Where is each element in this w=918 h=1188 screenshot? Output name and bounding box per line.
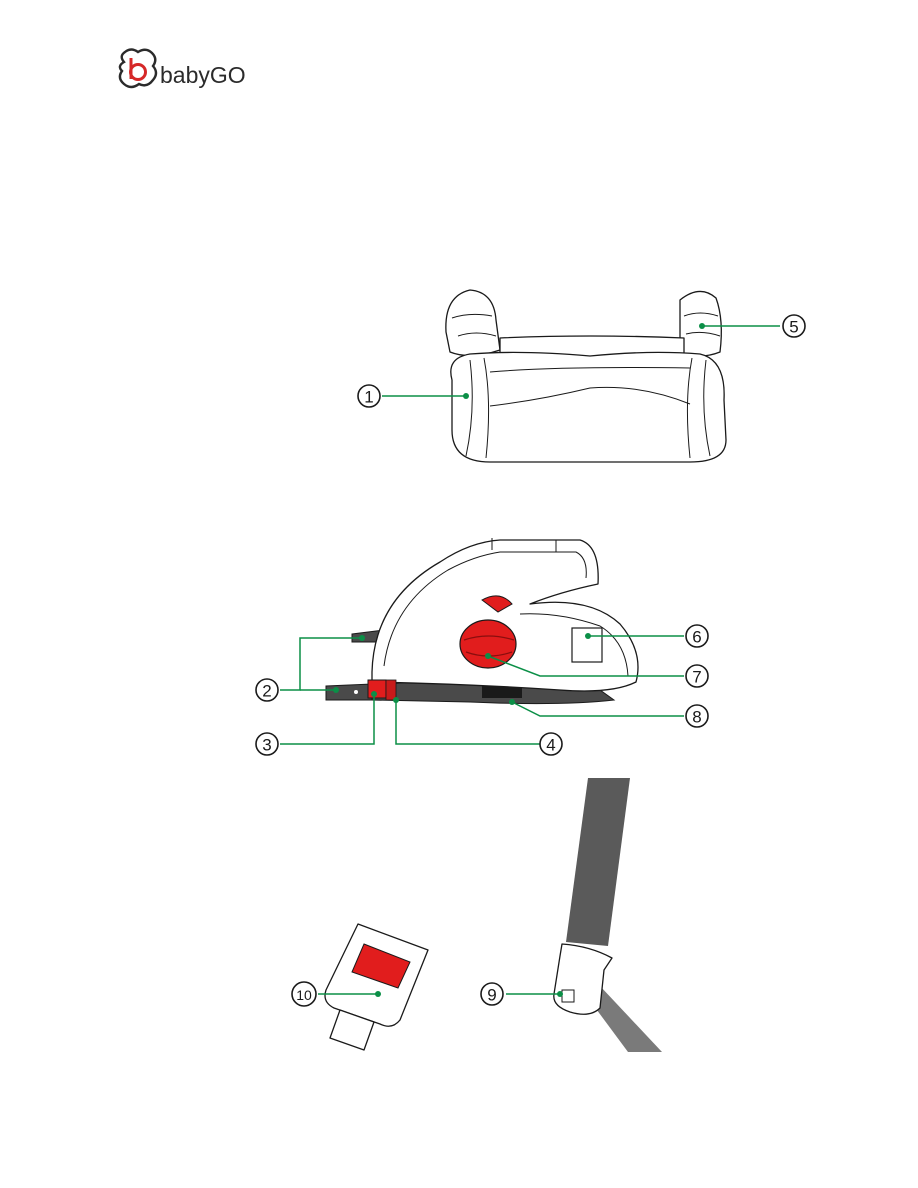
callout-4-label: 4 bbox=[546, 736, 555, 755]
callout-10-label: 10 bbox=[296, 987, 312, 1003]
callout-6-label: 6 bbox=[692, 628, 701, 647]
booster-front-view bbox=[446, 290, 726, 462]
brand-logo: babyGO bbox=[120, 50, 246, 89]
callout-5: 5 bbox=[783, 315, 805, 337]
callout-4: 4 bbox=[540, 733, 562, 755]
seatbelt-illustration bbox=[554, 778, 662, 1052]
callout-3-label: 3 bbox=[262, 736, 271, 755]
leader-4 bbox=[396, 700, 540, 744]
callout-2: 2 bbox=[256, 679, 278, 701]
leader-8 bbox=[512, 702, 684, 716]
callout-6: 6 bbox=[686, 625, 708, 647]
callout-8: 8 bbox=[686, 705, 708, 727]
callout-1-label: 1 bbox=[364, 388, 373, 407]
leader-2a bbox=[280, 638, 362, 690]
callout-1: 1 bbox=[358, 385, 380, 407]
logo-mark-icon bbox=[120, 50, 156, 88]
callout-7-label: 7 bbox=[692, 668, 701, 687]
brand-name: babyGO bbox=[160, 62, 246, 88]
callout-5-label: 5 bbox=[789, 318, 798, 337]
leader-3 bbox=[280, 694, 374, 744]
callout-7: 7 bbox=[686, 665, 708, 687]
buckle-illustration bbox=[325, 924, 428, 1050]
callout-3: 3 bbox=[256, 733, 278, 755]
callout-2-label: 2 bbox=[262, 682, 271, 701]
callout-9: 9 bbox=[481, 983, 503, 1005]
booster-side-view bbox=[326, 538, 638, 704]
callout-8-label: 8 bbox=[692, 708, 701, 727]
callout-9-label: 9 bbox=[487, 986, 496, 1005]
callout-10: 10 bbox=[292, 982, 316, 1006]
